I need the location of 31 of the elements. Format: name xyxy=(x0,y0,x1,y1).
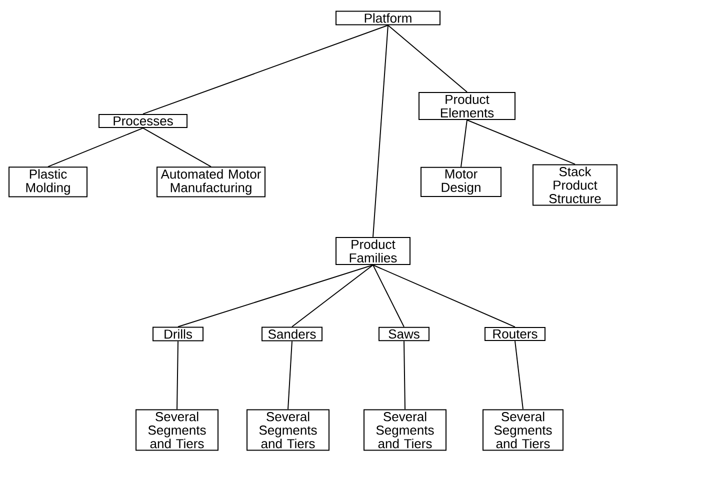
line xyxy=(514,340,524,410)
line xyxy=(372,24,388,238)
box: Drills xyxy=(152,326,204,342)
line xyxy=(292,264,374,328)
box: Several Segments and Tiers xyxy=(482,409,564,451)
box: Automated Motor Manufacturing xyxy=(156,166,266,198)
line xyxy=(460,120,468,168)
box: Stack Product Structure xyxy=(532,164,618,206)
line xyxy=(288,340,292,410)
box: Several Segments and Tiers xyxy=(364,409,446,451)
line xyxy=(388,24,468,92)
box: Sanders xyxy=(262,326,322,342)
box: Motor Design xyxy=(420,166,502,198)
box: Platform xyxy=(336,10,440,26)
line xyxy=(142,24,388,114)
box: Saws xyxy=(378,326,430,342)
line xyxy=(48,128,144,168)
line xyxy=(372,264,516,328)
line xyxy=(404,340,406,410)
box: Several Segments and Tiers xyxy=(136,409,218,451)
line xyxy=(142,128,212,168)
line xyxy=(372,264,404,328)
line xyxy=(178,264,374,328)
line xyxy=(466,120,576,165)
line xyxy=(176,340,178,410)
box: Product Elements xyxy=(418,92,516,120)
box: Several Segments and Tiers xyxy=(246,409,330,451)
box: Product Families xyxy=(336,236,410,265)
box: Plastic Molding xyxy=(8,166,88,198)
box: Processes xyxy=(98,114,188,128)
box: Routers xyxy=(484,326,546,342)
